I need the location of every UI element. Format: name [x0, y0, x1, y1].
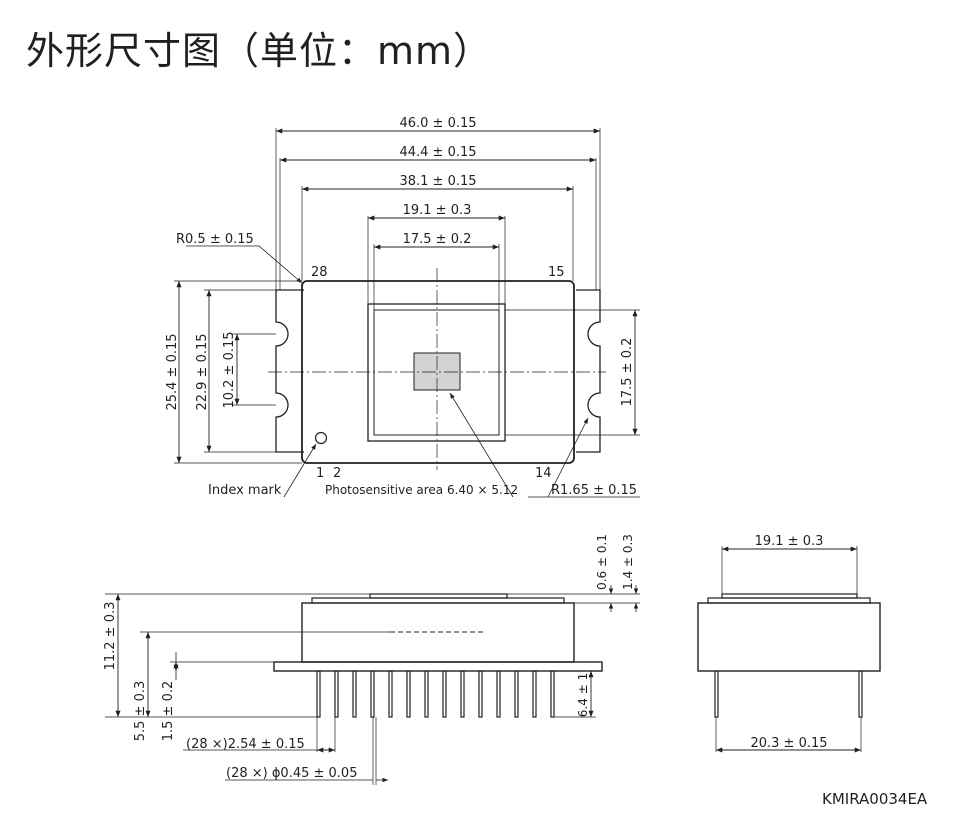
label-notch-radius: R1.65 ± 0.15	[551, 483, 637, 498]
label-pin-diameter: (28 ×) ϕ0.45 ± 0.05	[226, 766, 357, 781]
top-view-labels: 46.0 ± 0.15 44.4 ± 0.15 38.1 ± 0.15 19.1…	[165, 116, 637, 498]
label-window-height-side: 1.4 ± 0.3	[621, 534, 635, 590]
label-photosensitive-area: Photosensitive area 6.40 × 5.12	[325, 483, 518, 497]
drawing-code: KMIRA0034EA	[822, 790, 928, 808]
side-view-leads	[316, 670, 555, 718]
label-base-height: 5.5 ± 0.3	[133, 681, 148, 742]
side-view-labels: 0.6 ± 0.1 1.4 ± 0.3 11.2 ± 0.3 5.5 ± 0.3…	[103, 534, 635, 781]
top-view	[174, 128, 640, 498]
label-pin-span: 44.4 ± 0.15	[399, 145, 476, 160]
page-title: 外形尺寸图（单位：mm）	[26, 29, 493, 73]
label-body-height: 22.9 ± 0.15	[195, 333, 210, 410]
label-overall-height: 25.4 ± 0.15	[165, 333, 180, 410]
pin-label-14: 14	[535, 466, 552, 481]
end-view	[697, 546, 881, 753]
pin-label-1: 1	[316, 466, 324, 481]
side-view	[105, 585, 640, 785]
label-corner-radius: R0.5 ± 0.15	[176, 232, 254, 247]
label-window-height: 17.5 ± 0.2	[620, 338, 635, 407]
label-window-inner: 17.5 ± 0.2	[403, 232, 472, 247]
label-body-width: 38.1 ± 0.15	[399, 174, 476, 189]
label-end-window-width: 19.1 ± 0.3	[755, 534, 824, 549]
label-overall-width: 46.0 ± 0.15	[399, 116, 476, 131]
package-outline	[275, 289, 601, 453]
pin-label-15: 15	[548, 265, 565, 280]
label-window-outer: 19.1 ± 0.3	[403, 203, 472, 218]
index-mark	[314, 431, 328, 445]
pin-label-2: 2	[333, 466, 341, 481]
label-row-spacing: 20.3 ± 0.15	[750, 736, 827, 751]
label-window-thickness: 0.6 ± 0.1	[595, 534, 609, 590]
window-inner	[373, 309, 500, 436]
label-lead-length: 6.4 ± 1	[576, 673, 590, 717]
label-flange-height: 1.5 ± 0.2	[161, 681, 176, 742]
pin-label-28: 28	[311, 265, 328, 280]
window-outer	[367, 303, 506, 442]
label-pin-pitch: (28 ×)2.54 ± 0.15	[186, 737, 305, 752]
label-total-height: 11.2 ± 0.3	[103, 602, 118, 671]
label-index-mark: Index mark	[208, 483, 282, 498]
label-notch-pitch: 10.2 ± 0.15	[222, 331, 237, 408]
end-view-labels: 19.1 ± 0.3 20.3 ± 0.15	[750, 534, 827, 751]
